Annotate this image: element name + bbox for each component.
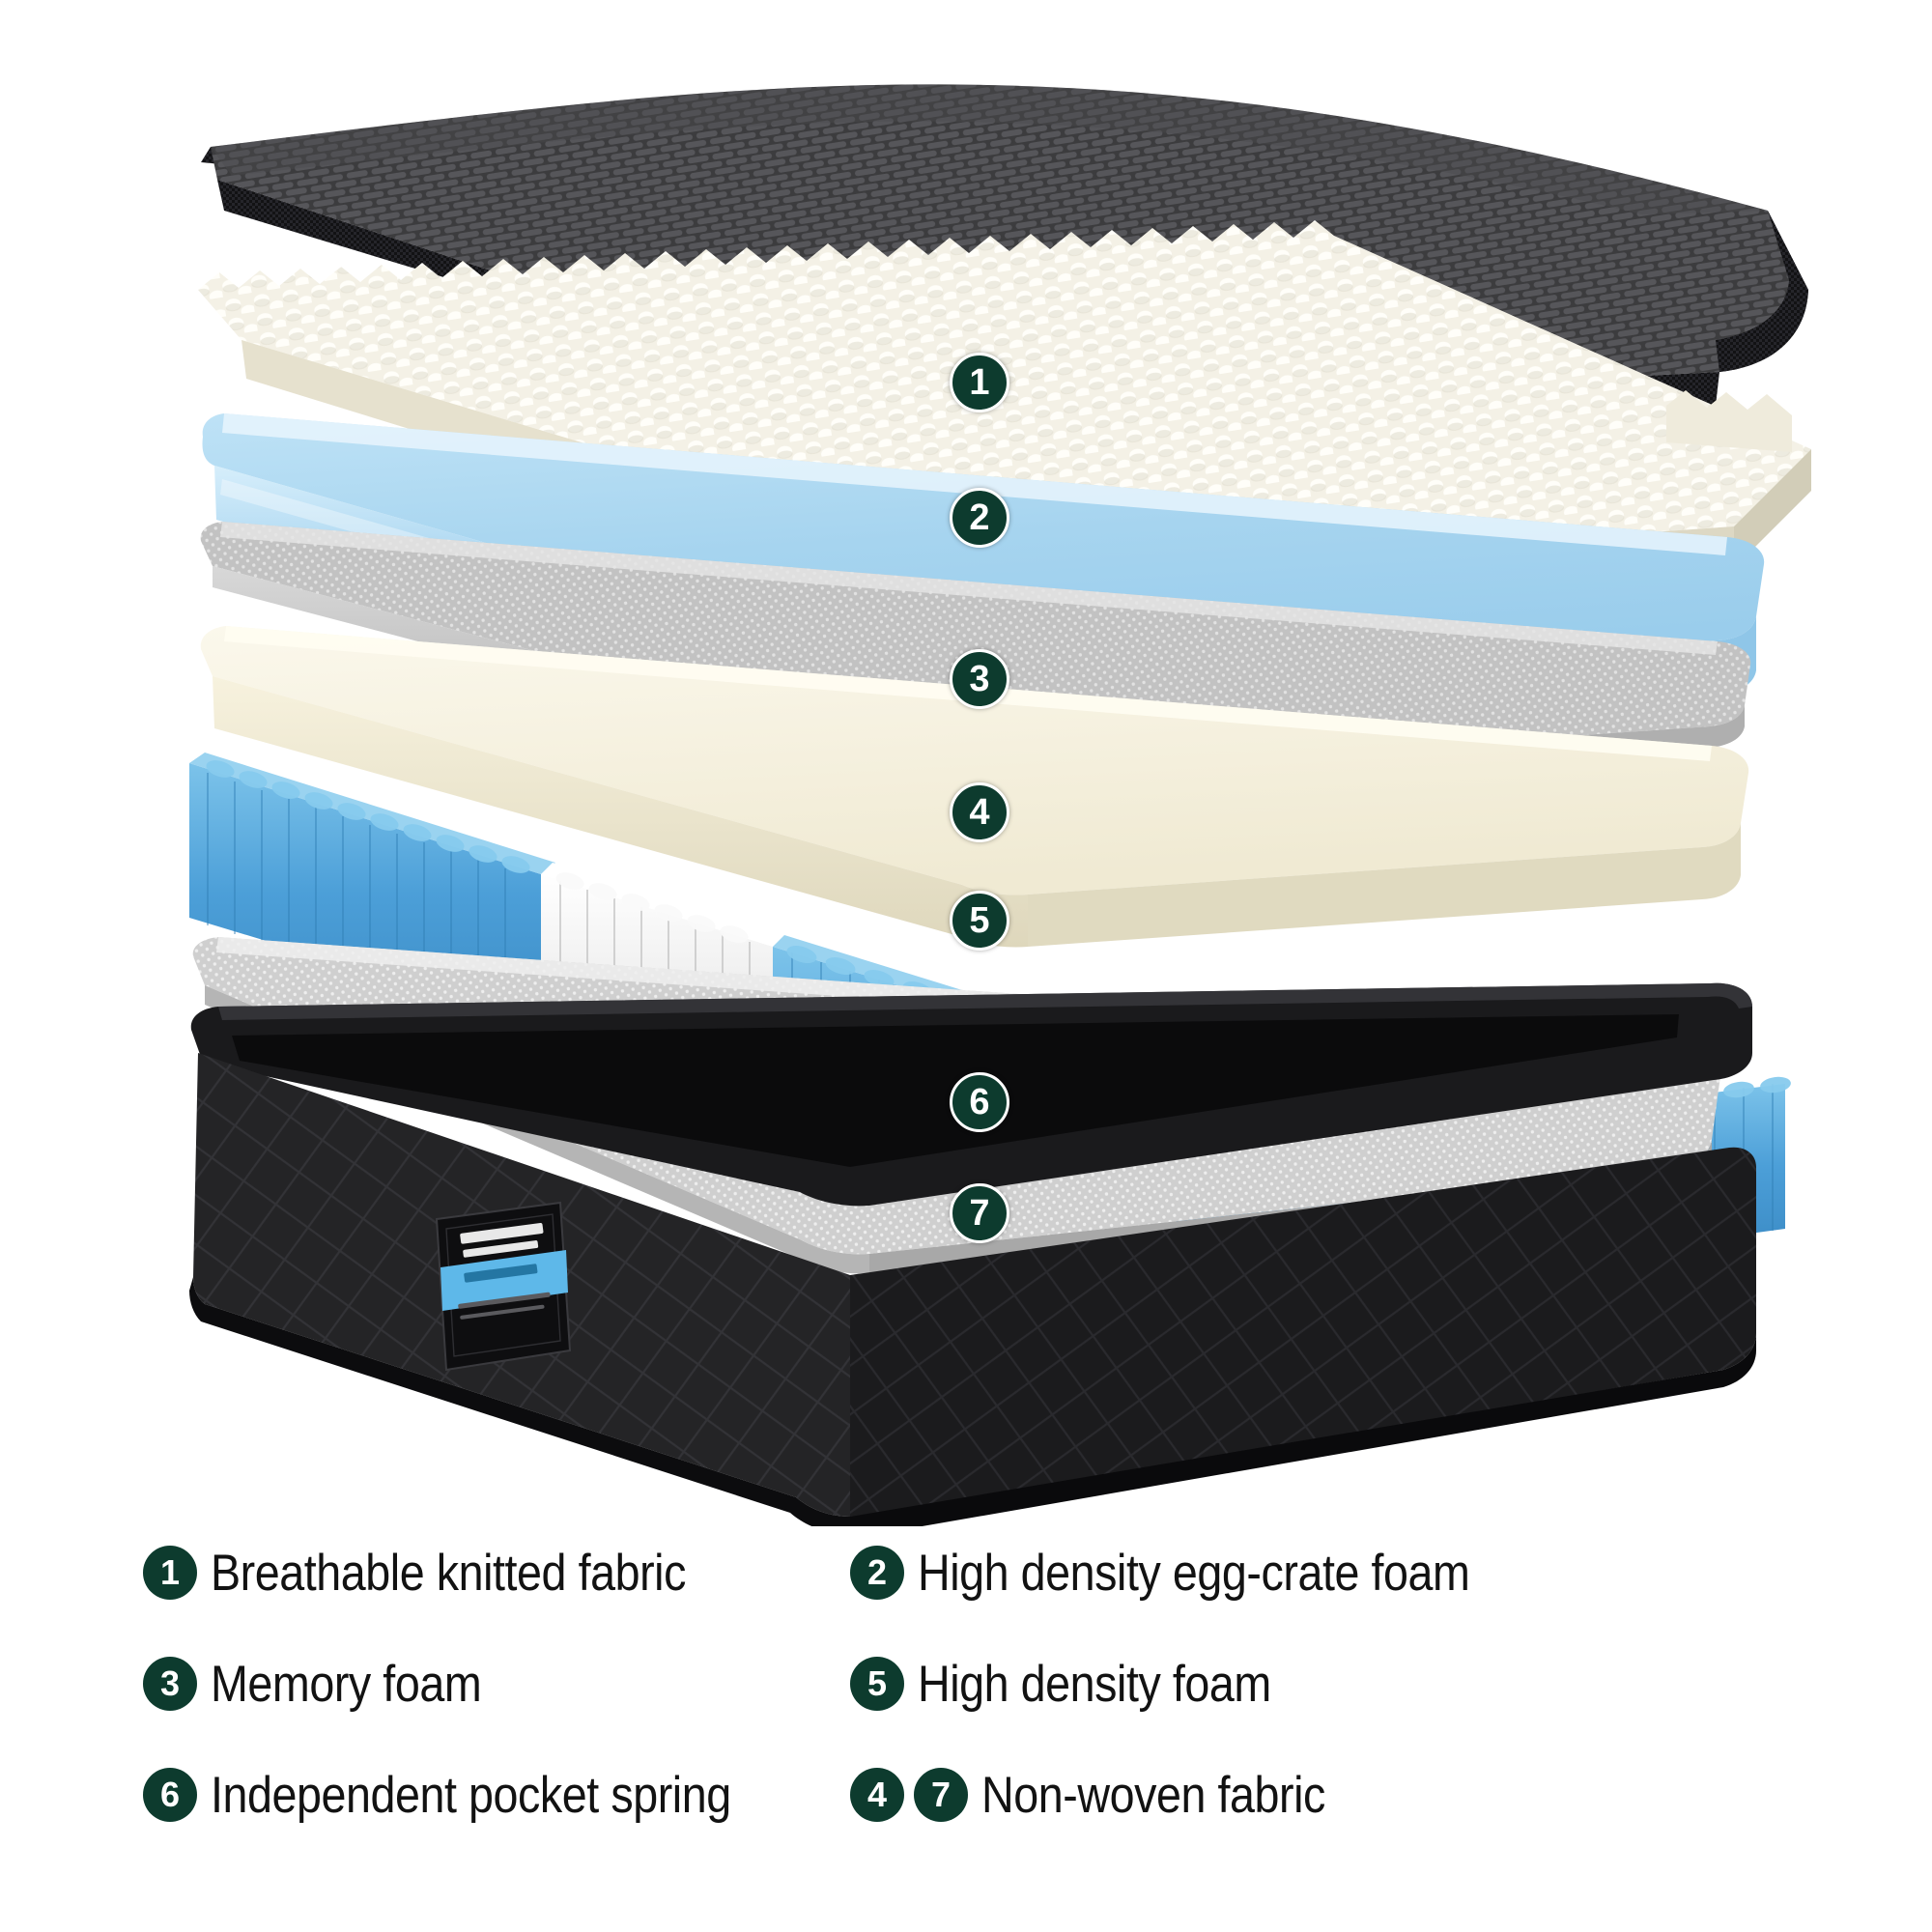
brand-label — [435, 1201, 572, 1372]
legend-label-1: Breathable knitted fabric — [211, 1544, 686, 1602]
legend-item-3: 3 Memory foam — [143, 1657, 518, 1711]
legend-item-6: 6 Independent pocket spring — [143, 1768, 802, 1822]
exploded-mattress-diagram: 1 2 3 4 5 6 7 — [189, 84, 1811, 1526]
legend-label-2: High density egg-crate foam — [918, 1544, 1470, 1602]
layer-legend: 1 Breathable knitted fabric 3 Memory foa… — [0, 1546, 1932, 1932]
legend-label-6: Independent pocket spring — [211, 1766, 731, 1824]
legend-label-5: High density foam — [918, 1655, 1271, 1713]
legend-label-3: Memory foam — [211, 1655, 482, 1713]
legend-item-2: 2 High density egg-crate foam — [850, 1546, 1545, 1600]
legend-badge-3: 3 — [143, 1657, 197, 1711]
legend-badge-1: 1 — [143, 1546, 197, 1600]
legend-badge-4: 4 — [850, 1768, 904, 1822]
callout-badge-1: 1 — [950, 353, 1009, 412]
callout-badge-3: 3 — [950, 649, 1009, 709]
legend-item-4-7: 4 7 Non-woven fabric — [850, 1768, 1372, 1822]
legend-badge-6: 6 — [143, 1768, 197, 1822]
legend-badge-2: 2 — [850, 1546, 904, 1600]
legend-label-4-7: Non-woven fabric — [981, 1766, 1325, 1824]
callout-badge-4: 4 — [950, 782, 1009, 842]
legend-item-5: 5 High density foam — [850, 1657, 1320, 1711]
callout-badge-5: 5 — [950, 891, 1009, 951]
legend-item-1: 1 Breathable knitted fabric — [143, 1546, 751, 1600]
callout-badge-2: 2 — [950, 488, 1009, 548]
callout-badge-7: 7 — [950, 1183, 1009, 1243]
legend-badge-7: 7 — [914, 1768, 968, 1822]
legend-badge-5: 5 — [850, 1657, 904, 1711]
callout-badge-6: 6 — [950, 1072, 1009, 1132]
